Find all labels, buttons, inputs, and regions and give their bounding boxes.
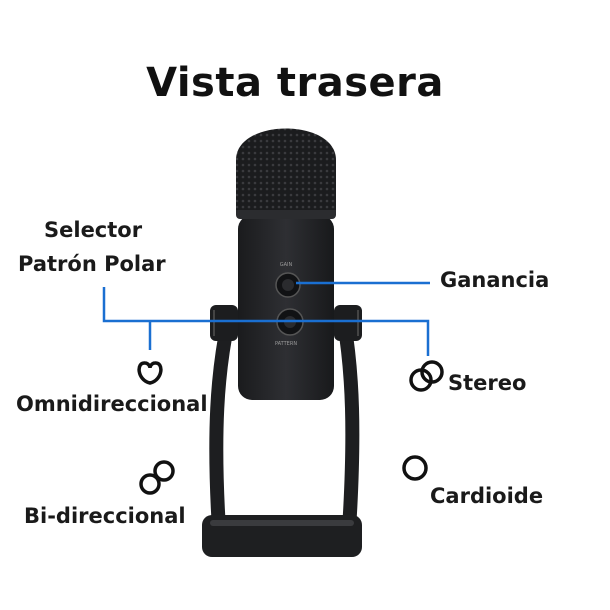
svg-text:PATTERN: PATTERN [275, 341, 297, 347]
svg-text:GAIN: GAIN [280, 262, 293, 268]
callout-lines [102, 281, 430, 356]
selector-callout-line [102, 287, 430, 356]
omni-label: Omnidireccional [16, 392, 208, 416]
cardioid-label: Cardioide [430, 484, 544, 508]
selector-label-line2: Patrón Polar [18, 252, 166, 276]
gain-knob [275, 272, 301, 298]
stereo-icon [409, 360, 444, 392]
page-title: Vista trasera [146, 60, 444, 106]
mic-grille [236, 128, 336, 210]
omni-icon [137, 361, 163, 385]
bidirectional-label: Bi-direccional [24, 504, 186, 528]
mic-stand [202, 320, 362, 557]
cardioid-icon [402, 455, 428, 481]
bidirectional-icon [139, 460, 175, 495]
selector-label-line1: Selector [44, 218, 143, 242]
mic-body: GAIN PATTERN [236, 128, 336, 400]
side-knobs [210, 305, 362, 341]
pattern-icons [137, 360, 444, 495]
gain-label: Ganancia [440, 268, 550, 292]
stereo-label: Stereo [448, 371, 527, 395]
